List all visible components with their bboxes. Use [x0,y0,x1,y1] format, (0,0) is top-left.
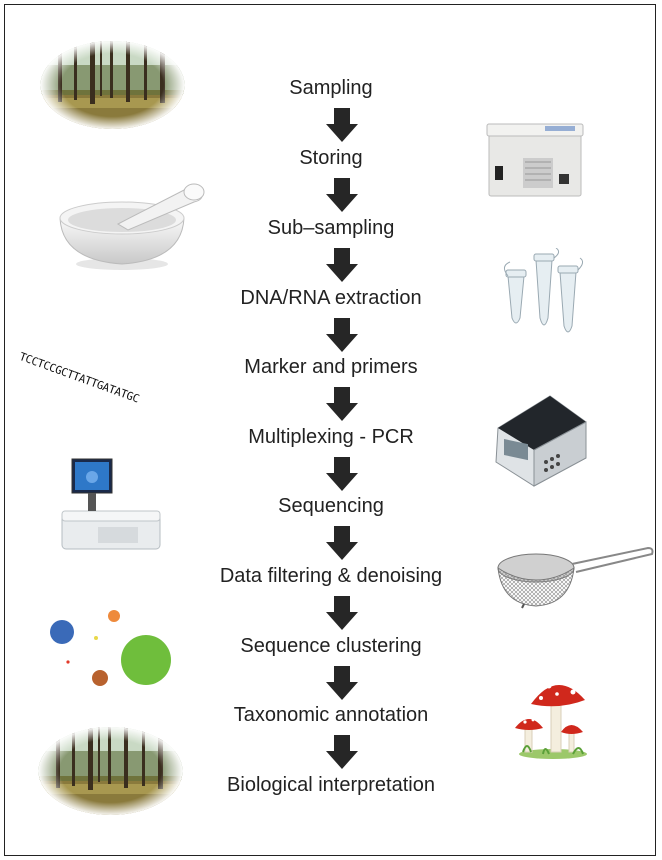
down-arrow-icon [326,248,358,282]
down-arrow-icon [326,318,358,352]
down-arrow-icon [326,108,358,142]
forest-photo-bottom-icon [38,727,183,815]
step-marker-and-primers: Marker and primers [244,356,418,378]
mortar-pestle-icon [59,183,205,270]
microtubes-icon [504,248,584,333]
step-taxonomic-annotation: Taxonomic annotation [233,704,429,726]
sequencer-icon [61,458,161,550]
step-sampling: Sampling [289,77,373,99]
down-arrow-icon [326,178,358,212]
mushrooms-icon [515,680,587,759]
step-multiplexing-pcr: Multiplexing - PCR [248,426,414,448]
down-arrow-icon [326,596,358,630]
down-arrow-icon [326,735,358,769]
step-biological-interpretation: Biological interpretation [227,774,435,796]
pcr-machine-icon [495,395,587,487]
forest-photo-icon [40,41,185,129]
step-sub-sampling: Sub–sampling [267,217,395,239]
freezer-photo-icon [486,123,584,197]
down-arrow-icon [326,387,358,421]
step-storing: Storing [299,147,363,169]
clusters-circles-icon [50,610,171,686]
down-arrow-icon [326,457,358,491]
sieve-icon [497,546,654,609]
down-arrow-icon [326,666,358,700]
step-sequence-clustering: Sequence clustering [240,635,422,657]
down-arrow-icon [326,526,358,560]
step-dna-rna-extraction: DNA/RNA extraction [240,287,422,309]
step-sequencing: Sequencing [278,495,384,517]
step-data-filtering-denoising: Data filtering & denoising [219,565,443,587]
